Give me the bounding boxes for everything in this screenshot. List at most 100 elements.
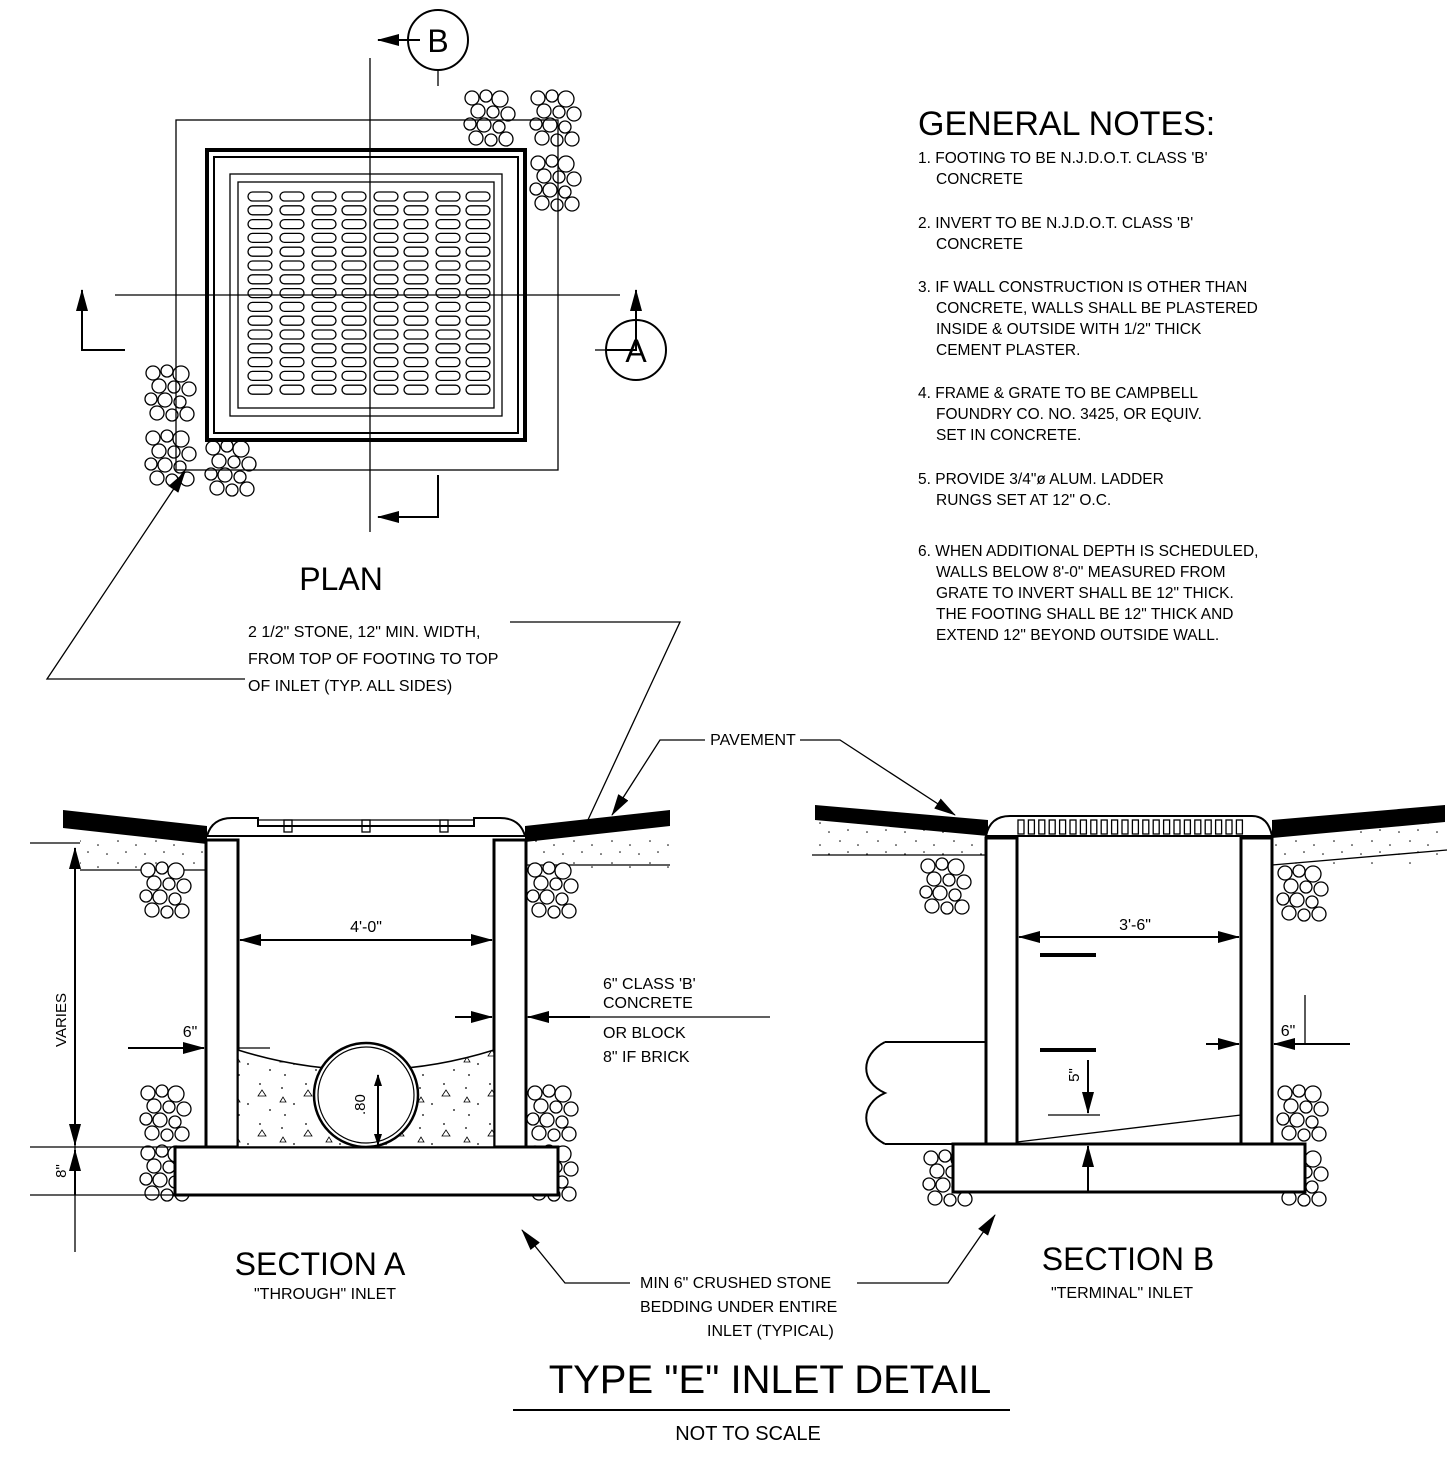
grate-slot: [247, 246, 273, 257]
grate-slot: [435, 343, 461, 354]
grate-slot: [279, 191, 305, 202]
note-3-line: INSIDE & OUTSIDE WITH 1/2" THICK: [936, 321, 1202, 338]
grate-slot: [279, 370, 305, 382]
pavement-right-a: [525, 810, 670, 842]
grate-slot: [403, 274, 429, 285]
grate-slot: [403, 315, 429, 326]
plan-title: PLAN: [299, 561, 383, 597]
grate-slot: [247, 218, 273, 230]
grate-slot: [247, 329, 273, 340]
grate-bar: [1194, 819, 1202, 835]
concrete-callout-line: CONCRETE: [603, 995, 693, 1012]
bedding-callout-line: BEDDING UNDER ENTIRE: [640, 1299, 837, 1316]
grate-slot: [403, 218, 429, 230]
grate-slot: [435, 287, 461, 299]
grate-slot: [311, 274, 337, 285]
note-6-line: 6. WHEN ADDITIONAL DEPTH IS SCHEDULED,: [918, 543, 1259, 560]
grate-slot: [465, 232, 491, 244]
grate-slot: [279, 384, 305, 395]
grate-bar: [1131, 819, 1140, 835]
grate-slot: [341, 191, 367, 202]
grate-slot: [465, 356, 491, 368]
grate-bar: [1058, 819, 1067, 835]
section-b-subtitle: "TERMINAL" INLET: [1051, 1285, 1193, 1302]
grate-slot: [373, 246, 399, 257]
notes-list: 1. FOOTING TO BE N.J.D.O.T. CLASS 'B'CON…: [918, 150, 1259, 644]
pavement-right-b: [1272, 805, 1445, 838]
grate-slot: [373, 356, 399, 368]
grate-slot: [465, 329, 491, 340]
grate-bar: [1235, 819, 1244, 835]
grate-bar: [1027, 819, 1036, 835]
grate-slot: [341, 370, 367, 382]
grate-slot: [311, 356, 337, 368]
note-6-line: GRATE TO INVERT SHALL BE 12" THICK.: [936, 585, 1234, 602]
grate-slot: [403, 191, 429, 202]
grate-slot: [373, 370, 399, 382]
general-notes: GENERAL NOTES: 1. FOOTING TO BE N.J.D.O.…: [918, 105, 1259, 644]
bedding-callout-line: INLET (TYPICAL): [707, 1323, 834, 1340]
grate-slot: [373, 287, 399, 299]
section-a-subtitle: "THROUGH" INLET: [254, 1286, 396, 1303]
grate-slot: [311, 301, 337, 313]
stone-callout-line: FROM TOP OF FOOTING TO TOP: [248, 651, 498, 668]
grate-slot: [435, 218, 461, 230]
pipe-a: [312, 1041, 420, 1149]
invert-dim-b: 5": [1066, 1068, 1083, 1082]
grate-slot: [465, 191, 491, 202]
section-a-marker-label: A: [625, 333, 647, 369]
grate-slot: [403, 246, 429, 257]
footing-b: [951, 1142, 1307, 1194]
depth-dim-a: VARIES: [53, 993, 70, 1047]
grate-slot: [465, 343, 491, 354]
pipe-dim-a: .80: [352, 1094, 369, 1115]
wall-dim-b: 6": [1281, 1023, 1296, 1040]
grate-slot: [279, 218, 305, 230]
grate-slot: [435, 274, 461, 285]
drawing-scale-note: NOT TO SCALE: [675, 1423, 821, 1445]
grate-slot: [435, 260, 461, 271]
grate-slot: [465, 260, 491, 271]
grate-slot: [279, 329, 305, 340]
grate-bar: [1204, 819, 1212, 835]
grate-slot: [247, 356, 273, 368]
grate-slot: [373, 301, 399, 313]
grate-slot: [311, 205, 337, 216]
grate-bar: [1079, 819, 1088, 835]
concrete-callout-line: 6" CLASS 'B': [603, 976, 696, 993]
grate-slot: [279, 315, 305, 326]
grate-slot: [465, 384, 491, 395]
grate-bar: [1152, 819, 1160, 835]
grate-slot: [311, 343, 337, 354]
bedding-callout-line: MIN 6" CRUSHED STONE: [640, 1275, 831, 1292]
grate-bar: [1048, 819, 1056, 835]
note-5-line: 5. PROVIDE 3/4"ø ALUM. LADDER: [918, 471, 1164, 488]
left-wall-a: [204, 838, 240, 1149]
grate-slot: [435, 191, 461, 202]
grate-bar: [1162, 819, 1171, 835]
grate-slot: [403, 287, 429, 299]
note-4-line: 4. FRAME & GRATE TO BE CAMPBELL: [918, 385, 1198, 402]
drawing-title-block: TYPE "E" INLET DETAIL NOT TO SCALE: [513, 1358, 1010, 1445]
section-b-view: 3'-6" 5" 6" SECTION B "TERMINAL" INLET: [812, 805, 1448, 1302]
grate-slot: [403, 260, 429, 271]
section-b-marker-label: B: [427, 23, 448, 59]
grate-slot: [311, 315, 337, 326]
grate-slot: [279, 205, 305, 216]
note-1-line: CONCRETE: [936, 171, 1023, 188]
plan-view: B A PLAN: [76, 9, 667, 597]
grate-bar: [1110, 819, 1119, 835]
grate-slot: [435, 356, 461, 368]
grate-bar: [1214, 819, 1223, 835]
grate-slot: [403, 232, 429, 244]
grate-slot: [341, 287, 367, 299]
grate-slot: [465, 218, 491, 230]
grate-slot: [435, 246, 461, 257]
grate-bar: [1225, 819, 1233, 835]
width-dim-b: 3'-6": [1119, 917, 1151, 934]
grate-slot: [341, 246, 367, 257]
note-2-line: CONCRETE: [936, 236, 1023, 253]
section-b-title: SECTION B: [1042, 1241, 1214, 1277]
grate-slot: [247, 301, 273, 313]
grate-slot: [279, 274, 305, 285]
